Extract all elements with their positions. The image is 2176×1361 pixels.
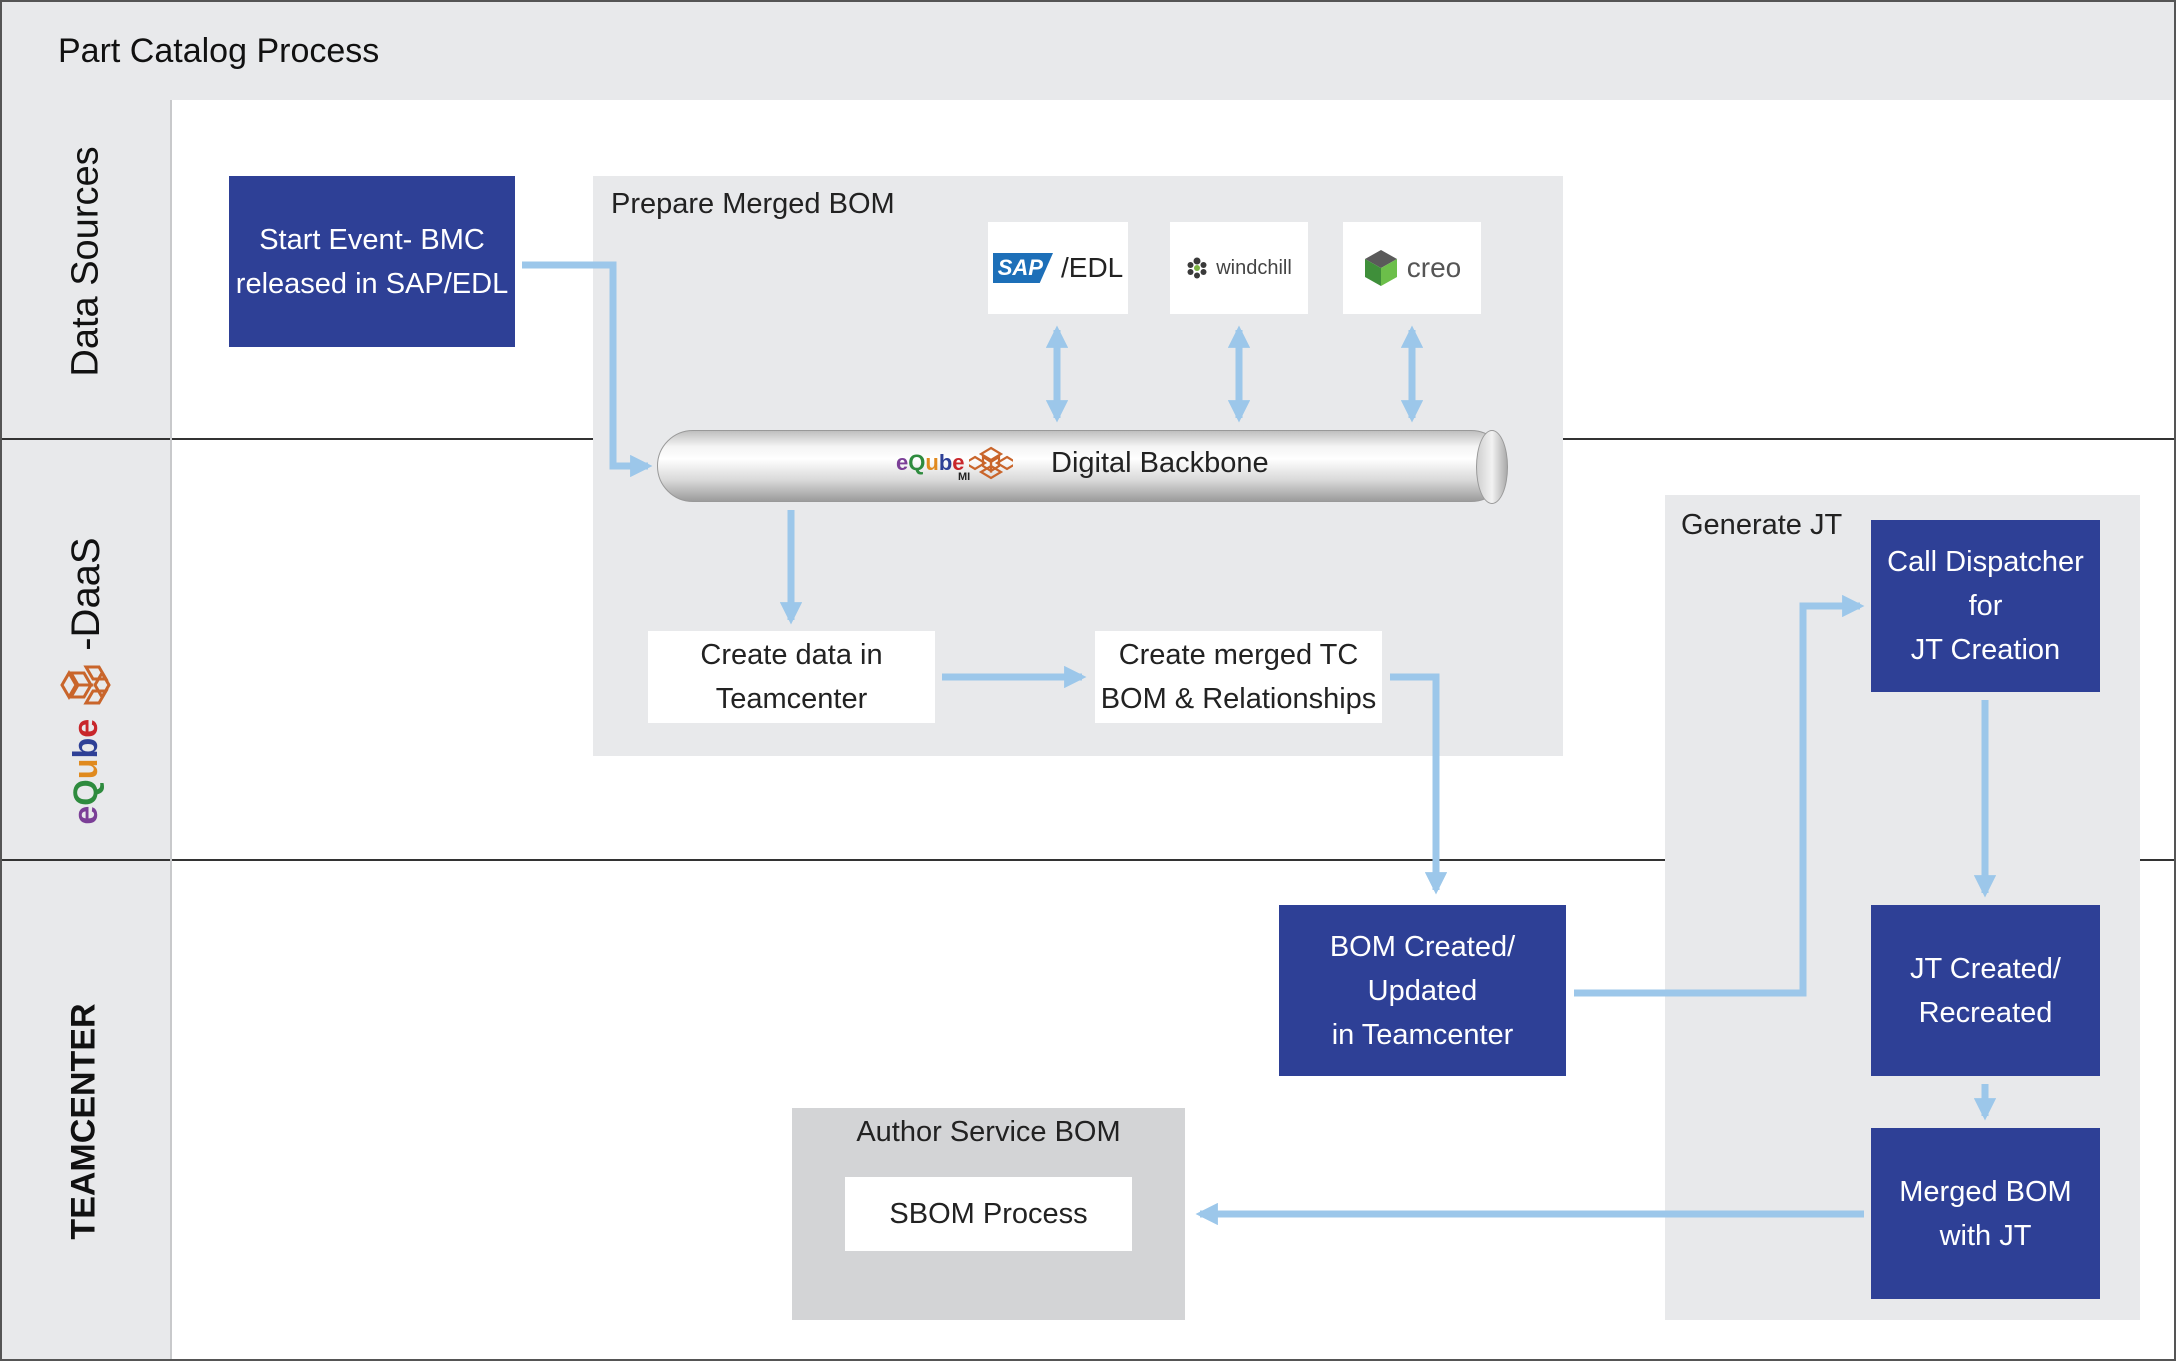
sap-edl-source-card[interactable]: SAP /EDL: [988, 222, 1128, 314]
eqube-cube-icon: [58, 657, 114, 713]
merged-bom-jt-node[interactable]: Merged BOM with JT: [1871, 1128, 2100, 1299]
bom-created-node[interactable]: BOM Created/ Updated in Teamcenter: [1279, 905, 1566, 1076]
sap-edl-label: /EDL: [1061, 252, 1124, 283]
pipe-end-cap: [1476, 430, 1508, 504]
jt-created-node[interactable]: JT Created/ Recreated: [1871, 905, 2100, 1076]
creo-source-card[interactable]: creo: [1343, 222, 1481, 314]
sbom-process-node[interactable]: SBOM Process: [845, 1177, 1132, 1251]
diagram-title: Part Catalog Process: [58, 32, 380, 70]
backbone-logo-sub: MI: [958, 471, 971, 483]
windchill-label: windchill: [1216, 256, 1292, 279]
lane-divider: [0, 859, 2176, 861]
create-data-node[interactable]: Create data in Teamcenter: [648, 631, 935, 723]
create-merged-bom-node[interactable]: Create merged TC BOM & Relationships: [1095, 631, 1382, 723]
start-event-node[interactable]: Start Event- BMC released in SAP/EDL: [229, 176, 515, 347]
creo-icon: [1363, 248, 1399, 288]
digital-backbone-label: Digital Backbone: [1051, 447, 1269, 479]
lane-label-column: [0, 100, 172, 1361]
lane-column-edge: [170, 100, 172, 1361]
arrow-merged-to-bom-created: [1390, 673, 1448, 895]
generate-jt-label: Generate JT: [1681, 509, 1843, 541]
prepare-merged-bom-label: Prepare Merged BOM: [611, 188, 895, 220]
lane-label-eqube-daas: eQube -DaaS: [58, 511, 114, 851]
backbone-logo: eQube MI: [896, 445, 1019, 483]
windchill-source-card[interactable]: windchill: [1170, 222, 1308, 314]
backbone-eqube-logo-text: eQube: [896, 450, 965, 475]
windchill-icon: [1186, 257, 1208, 279]
call-dispatcher-node[interactable]: Call Dispatcher for JT Creation: [1871, 520, 2100, 692]
arrow-bom-created-to-dispatcher: [1574, 594, 1865, 997]
digital-backbone-pipe[interactable]: eQube MI Digital Backbone: [657, 430, 1508, 504]
creo-label: creo: [1406, 252, 1462, 283]
arrow-start-to-backbone: [522, 261, 653, 478]
author-service-bom-label: Author Service BOM: [856, 1116, 1121, 1148]
